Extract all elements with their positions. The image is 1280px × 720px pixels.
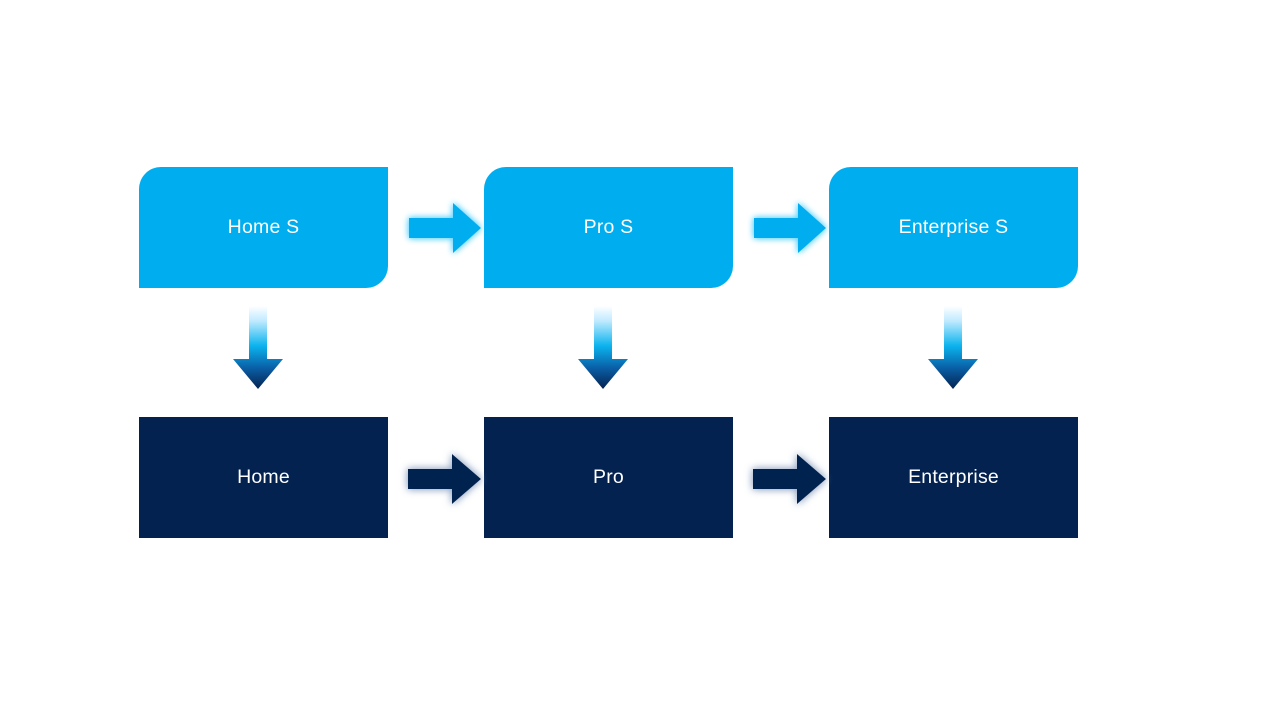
- node-enterprise[interactable]: Enterprise: [829, 417, 1078, 538]
- node-label-pro: Pro: [593, 465, 624, 488]
- arrow-enterprise-s-to-enterprise: [923, 305, 983, 391]
- node-label-enterprise: Enterprise: [908, 465, 999, 488]
- node-label-home: Home: [237, 465, 290, 488]
- node-enterprise-s[interactable]: Enterprise S: [829, 167, 1078, 288]
- arrow-home-to-pro: [404, 450, 484, 508]
- node-label-pro-s: Pro S: [583, 215, 634, 238]
- node-home-s[interactable]: Home S: [139, 167, 388, 288]
- node-pro-s[interactable]: Pro S: [484, 167, 733, 288]
- node-label-home-s: Home S: [227, 215, 300, 238]
- node-home[interactable]: Home: [139, 417, 388, 538]
- node-label-enterprise-s: Enterprise S: [898, 215, 1009, 238]
- arrow-pro-s-to-pro: [573, 305, 633, 391]
- node-pro[interactable]: Pro: [484, 417, 733, 538]
- arrow-pro-s-to-enterprise-s: [751, 199, 829, 257]
- arrow-home-s-to-home: [228, 305, 288, 391]
- arrow-pro-to-enterprise: [749, 450, 829, 508]
- arrow-home-s-to-pro-s: [406, 199, 484, 257]
